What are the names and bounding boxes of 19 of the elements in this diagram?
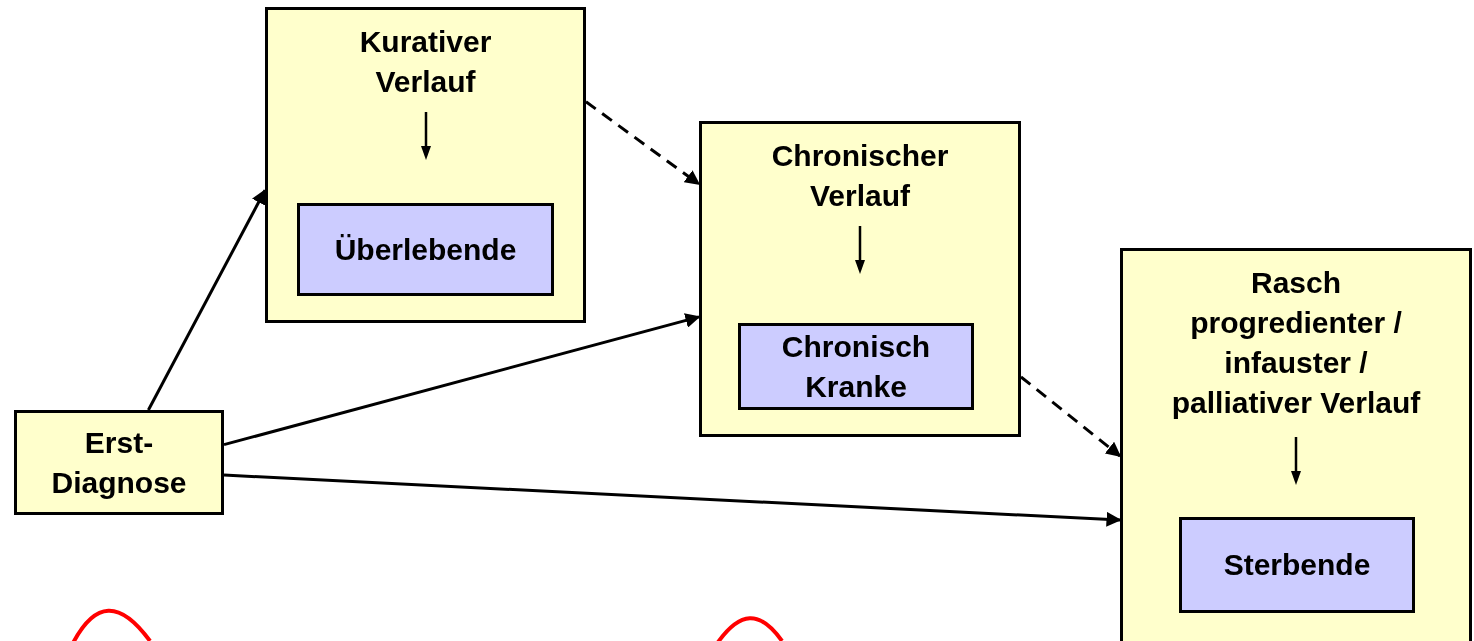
- stage-box: [699, 121, 1021, 437]
- box-heading: Kurativer Verlauf: [358, 24, 493, 100]
- dashed-arrow: [1020, 375, 1122, 458]
- box-heading: Rasch progredienter / infauster / palliativer Verlauf: [1170, 265, 1422, 421]
- box-label: Überlebende: [334, 231, 517, 268]
- process-box: [297, 203, 554, 296]
- stage-box: [1120, 248, 1472, 641]
- process-box: [1179, 517, 1415, 613]
- box-heading: Chronischer Verlauf: [770, 138, 950, 214]
- stage-box: [265, 7, 586, 323]
- box-label: Chronisch Kranke: [780, 328, 932, 405]
- process-box: [14, 410, 224, 515]
- box-label: Sterbende: [1223, 547, 1371, 583]
- dashed-arrow: [585, 100, 701, 186]
- arrow: [147, 188, 267, 411]
- process-box: [738, 323, 974, 410]
- box-label: Erst- Diagnose: [50, 424, 188, 501]
- arrow: [223, 473, 1122, 527]
- arrow: [223, 313, 701, 447]
